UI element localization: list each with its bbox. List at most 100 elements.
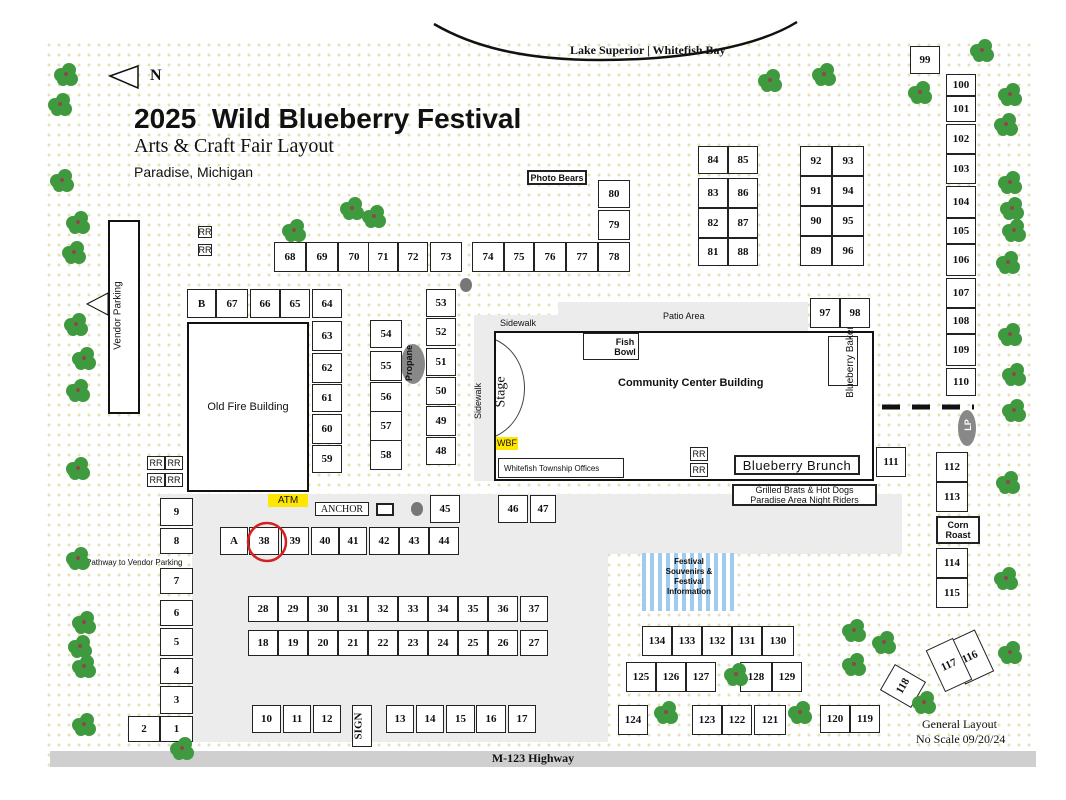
booth-108: 108 [946,308,976,334]
booth-a: A [220,527,248,555]
booth-104: 104 [946,186,976,218]
lp-label: LP [962,419,973,431]
tree-icon [1000,362,1028,388]
booth-b: B [187,289,216,318]
utility-marker [411,502,423,516]
booth-20: 20 [308,630,338,656]
booth-24: 24 [428,630,458,656]
map-title: 2025 Wild Blueberry Festival [134,103,522,134]
tree-icon [756,68,784,94]
tree-icon [992,566,1020,592]
booth-101: 101 [946,96,976,122]
stage [495,339,525,437]
booth-32: 32 [368,596,398,622]
small-box [376,503,394,516]
booth-4: 4 [160,658,193,684]
booth-25: 25 [458,630,488,656]
tree-icon [70,610,98,636]
sign-label: SIGN [352,712,365,740]
booth-71: 71 [368,242,398,272]
booth-18: 18 [248,630,278,656]
booth-67: 67 [216,289,248,318]
propane-tank [401,344,425,384]
tree-icon [52,62,80,88]
tree-icon [652,700,680,726]
booth-47: 47 [530,495,556,523]
tree-icon [66,634,94,660]
booth-34: 34 [428,596,458,622]
north-label: N [150,67,162,84]
tree-icon [840,618,868,644]
booth-99: 99 [910,46,940,74]
tree-icon [998,196,1026,222]
tree-icon [64,456,92,482]
sidewalk-label: Sidewalk [500,318,537,328]
booth-79: 79 [598,210,630,240]
blueberry-bakery [828,336,858,386]
general-layout-label: General Layout [922,717,997,731]
booth-39: 39 [281,527,309,555]
booth-90: 90 [800,206,832,236]
booth-27: 27 [520,630,548,656]
booth-69: 69 [306,242,338,272]
booth-12: 12 [313,705,341,733]
booth-11: 11 [283,705,311,733]
booth-110: 110 [946,368,976,396]
booth-28: 28 [248,596,278,622]
booth-21: 21 [338,630,368,656]
booth-8: 8 [160,528,193,554]
booth-95: 95 [832,206,864,236]
booth-113: 113 [936,482,968,512]
booth-49: 49 [426,406,456,436]
booth-50: 50 [426,377,456,405]
booth-45: 45 [430,495,460,523]
booth-19: 19 [278,630,308,656]
booth-59: 59 [312,445,342,473]
utility-marker [460,278,472,292]
booth-86: 86 [728,178,758,208]
restroom: RR [165,473,183,487]
restroom: RR [198,226,212,238]
booth-98: 98 [840,298,870,328]
booth-120: 120 [820,705,850,733]
corn-roast: Corn Roast [936,516,980,544]
booth-6: 6 [160,600,193,626]
booth-100: 100 [946,74,976,96]
map-subtitle: Arts & Craft Fair Layout [134,135,334,157]
booth-33: 33 [398,596,428,622]
booth-103: 103 [946,154,976,184]
sign [352,705,372,747]
booth-38: 38 [249,527,279,555]
no-scale-label: No Scale 09/20/24 [916,732,1006,746]
lake-label: Lake Superior | Whitefish Bay [570,43,726,57]
patio-area [558,302,808,331]
community-center-label: Community Center Building [618,377,764,389]
tree-icon [70,712,98,738]
booth-57: 57 [370,411,402,441]
booth-44: 44 [429,527,459,555]
booth-42: 42 [369,527,399,555]
tree-icon [996,82,1024,108]
booth-43: 43 [399,527,429,555]
restroom: RR [147,456,165,470]
booth-7: 7 [160,568,193,594]
lp-tank [958,410,976,446]
booth-30: 30 [308,596,338,622]
booth-5: 5 [160,628,193,656]
booth-22: 22 [368,630,398,656]
festival-info-label: Festival Souvenirs & Festival Informatio… [665,557,713,596]
booth-96: 96 [832,236,864,266]
tree-icon [906,80,934,106]
restroom: RR [690,463,708,477]
anchor-booth: ANCHOR [315,502,369,516]
sidewalk-top [474,315,558,331]
tree-icon [46,92,74,118]
tree-icon [64,378,92,404]
night-riders-stand: Grilled Brats & Hot Dogs Paradise Area N… [732,484,877,506]
booth-66: 66 [250,289,280,318]
booth-134: 134 [642,626,672,656]
stage-label: Stage [493,376,509,408]
patio-area-label: Patio Area [663,311,705,321]
booth-125: 125 [626,662,656,692]
